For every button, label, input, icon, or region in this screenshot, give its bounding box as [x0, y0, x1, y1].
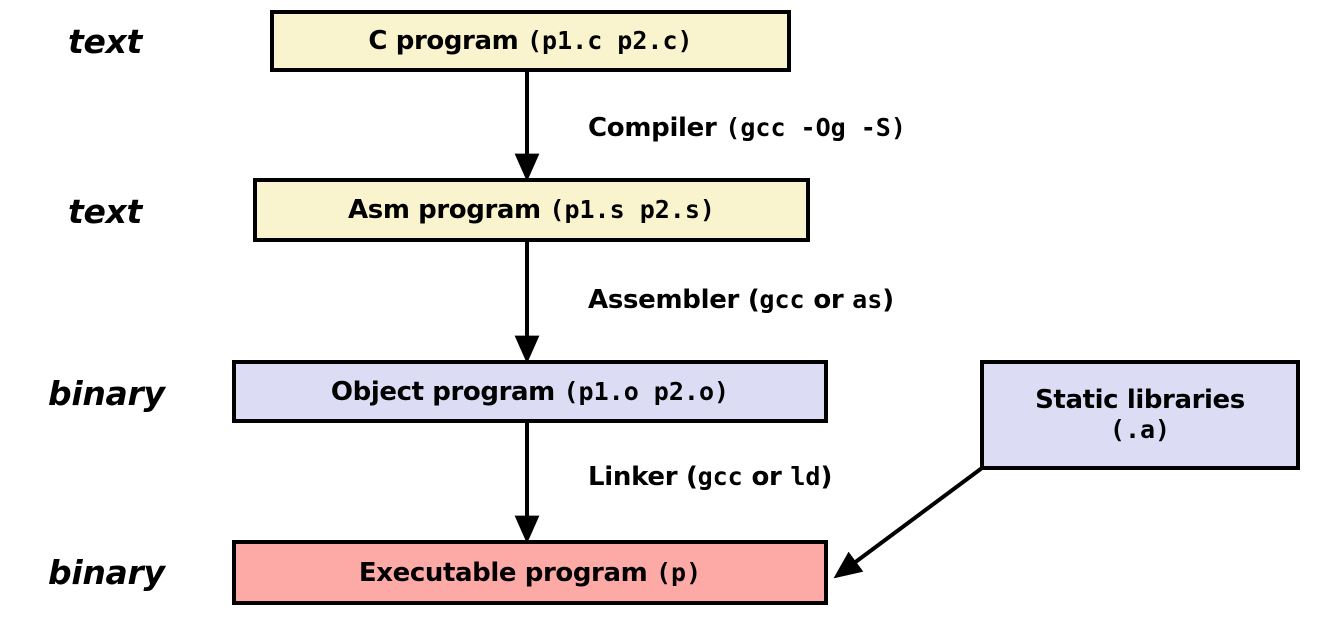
object-program-label-mono: (p1.o p2.o)	[563, 376, 730, 406]
c-program-label-mono: (p1.c p2.c)	[526, 26, 693, 55]
static-libraries-label-mono: (.a)	[1109, 415, 1171, 444]
asm-program-box[interactable]: Asm program (p1.s p2.s)	[253, 178, 810, 242]
assembler-label: Assembler (gcc or as)	[588, 285, 894, 315]
compiler-label: Compiler (gcc -Og -S)	[588, 113, 906, 143]
object-program-label: Object program (p1.o p2.o)	[331, 377, 729, 407]
executable-program-label-mono: (p)	[655, 557, 702, 587]
executable-program-box[interactable]: Executable program (p)	[232, 540, 828, 605]
executable-program-label-plain: Executable program	[358, 557, 648, 588]
stage-label-text-1: text	[68, 22, 143, 61]
c-program-box[interactable]: C program (p1.c p2.c)	[270, 10, 791, 72]
linker-label: Linker (gcc or ld)	[588, 462, 832, 492]
assembler-label-mono-b: as	[852, 285, 883, 314]
object-program-label-plain: Object program	[330, 376, 555, 407]
compiler-label-mono: (gcc -Og -S)	[725, 113, 906, 142]
c-program-label-plain: C program	[368, 26, 519, 56]
static-libraries-arrow	[833, 466, 984, 579]
linker-label-plain-c: )	[820, 462, 833, 492]
stage-label-binary-1: binary	[48, 374, 165, 413]
compiler-label-plain: Compiler	[588, 113, 717, 143]
c-program-label: C program (p1.c p2.c)	[368, 26, 692, 56]
assembler-label-plain-b: or	[804, 285, 853, 315]
linker-label-plain-b: or	[742, 462, 791, 492]
stage-label-binary-2: binary	[48, 553, 165, 592]
linker-label-mono-a: gcc	[697, 462, 743, 491]
static-libraries-box[interactable]: Static libraries (.a)	[980, 360, 1300, 470]
asm-program-label-mono: (p1.s p2.s)	[549, 195, 715, 224]
stage-label-text-2: text	[68, 192, 143, 231]
asm-program-label-plain: Asm program	[348, 195, 541, 225]
object-program-box[interactable]: Object program (p1.o p2.o)	[232, 360, 828, 423]
static-libraries-label-plain: Static libraries	[1035, 385, 1245, 415]
static-libraries-label-mono-wrap: (.a)	[1110, 415, 1170, 445]
assembler-label-plain-c: )	[882, 285, 894, 315]
executable-program-label: Executable program (p)	[359, 558, 701, 588]
static-libraries-label-plain-wrap: Static libraries	[1035, 385, 1245, 415]
asm-program-label: Asm program (p1.s p2.s)	[348, 195, 715, 225]
assembler-label-plain-a: Assembler (	[588, 285, 760, 315]
linker-label-mono-b: ld	[790, 462, 821, 491]
assembler-label-mono-a: gcc	[759, 285, 805, 314]
linker-label-plain-a: Linker (	[588, 462, 698, 492]
